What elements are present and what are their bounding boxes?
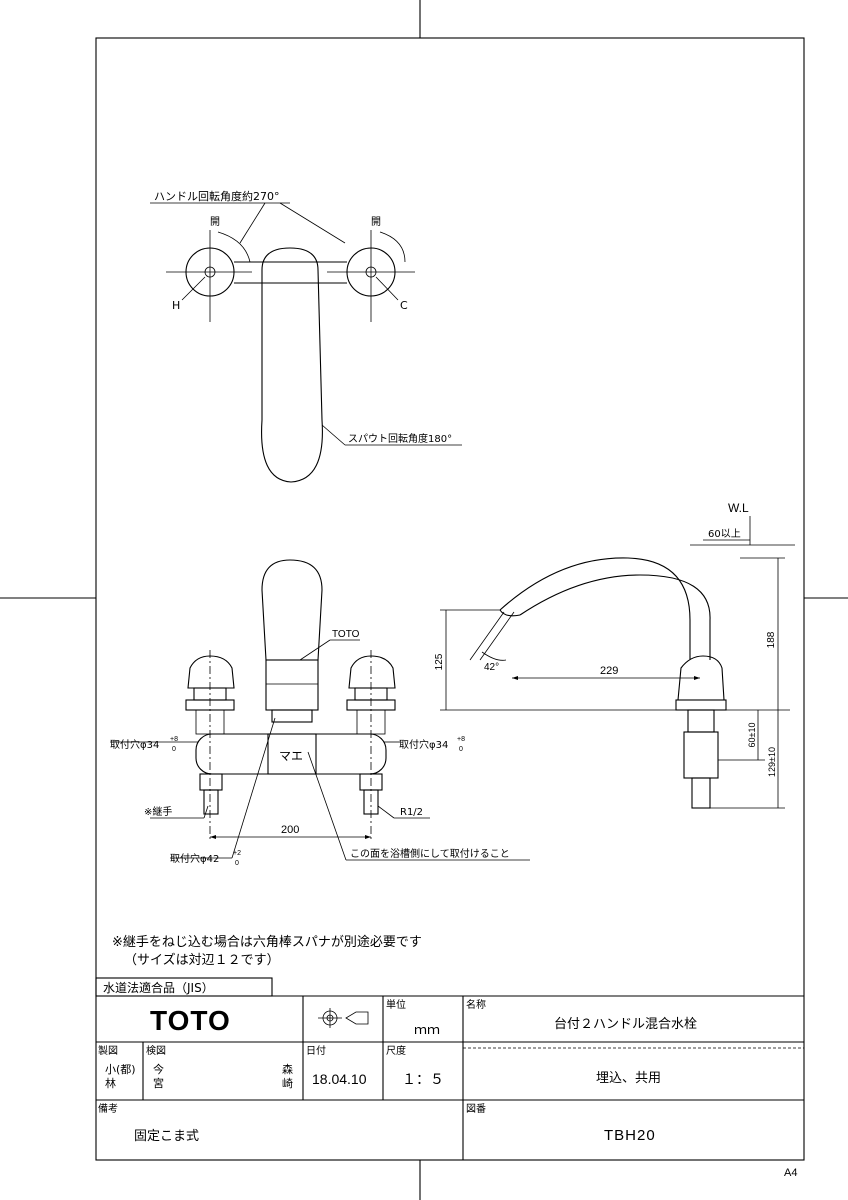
mount-hole-right-label: 取付穴φ34 [399,738,448,751]
spacing-dimension: 200 [281,824,299,836]
drawing-no-label: 図番 [466,1103,486,1115]
cold-handle-front [348,655,396,689]
face-note-label: この面を浴槽側にして取付けること [350,847,510,860]
name-label: 名称 [466,998,486,1011]
dim-129: 129±10 [767,747,777,777]
drawn-by-2: 林 [105,1076,116,1090]
top-view: ハンドル回転角度約270° 開 開 H C スパウト回転角度180° [150,189,462,483]
svg-text:0: 0 [459,746,463,753]
dim-60: 60±10 [747,723,757,748]
notes: ※継手をねじ込む場合は六角棒スパナが別途必要です （サイズは対辺１２です） [112,934,422,968]
scale-label: 尺度 [386,1044,406,1057]
hot-label: H [172,299,180,312]
note-line-2: （サイズは対辺１２です） [124,952,280,968]
joint-label: ※継手 [144,805,172,818]
checked-by-2: 宮 [153,1076,164,1090]
unit-value: ｍｍ [414,1023,440,1038]
base-side [683,731,719,779]
svg-text:0: 0 [172,746,176,753]
open-label-right: 開 [371,216,381,228]
body-mark: マエ [279,749,303,763]
spout-base [265,659,319,711]
drawing-no-value: TBH20 [604,1127,656,1144]
hot-handle-front [187,655,235,689]
date-label: 日付 [306,1044,326,1057]
type-value: 埋込、共用 [596,1071,661,1086]
thread-label: R1/2 [400,807,423,818]
svg-text:0: 0 [235,860,239,867]
checked-label: 検図 [146,1044,166,1057]
title-block: 水道法適合品（JIS） TOTO 単位 ｍｍ 名称 台付２ハンドル混合水栓 製図… [95,977,804,1179]
cold-label: C [400,299,408,312]
joint-left [203,789,219,815]
spout-rotation-label: スパウト回転角度180° [348,432,452,445]
scale-value: １：５ [402,1072,444,1088]
date-value: 18.04.10 [312,1071,367,1087]
approved-by-2: 崎 [282,1076,293,1090]
remarks-value: 固定こま式 [134,1129,199,1144]
paper-size-label: A4 [784,1167,797,1179]
spout-front [261,559,323,661]
spout-top [261,247,323,483]
handle-rotation-label: ハンドル回転角度約270° [154,189,280,203]
note-line-1: ※継手をねじ込む場合は六角棒スパナが別途必要です [112,934,422,950]
approved-by-1: 森 [282,1062,293,1076]
height-125: 125 [434,653,445,670]
handle-side [677,655,725,701]
side-view: W.L 60以上 188 125 42° 229 [434,501,795,809]
spout-side-inner [519,574,711,660]
brand-logo: TOTO [150,1005,231,1036]
rotation-arc-left [217,231,251,263]
drawn-label: 製図 [98,1044,118,1057]
svg-text:+8: +8 [457,736,465,743]
water-level-label: W.L [728,501,749,515]
mount-hole-left-label: 取付穴φ34 [110,738,159,751]
height-188: 188 [766,631,777,648]
svg-text:+2: +2 [233,850,241,857]
certification-label: 水道法適合品（JIS） [103,980,214,995]
svg-text:+8: +8 [170,736,178,743]
projection-symbol-icon [318,1008,369,1028]
remarks-label: 備考 [98,1102,118,1115]
open-label-left: 開 [210,216,220,228]
rotation-arc-right [379,231,406,263]
unit-label: 単位 [386,998,406,1011]
clearance-label: 60以上 [708,528,741,540]
front-view: TOTO マエ 取付穴φ34 +8 0 取付穴φ34 +8 0 [110,559,530,867]
name-value: 台付２ハンドル混合水栓 [554,1017,697,1032]
brand-mark-label: TOTO [332,629,360,640]
reach-dimension: 229 [600,665,618,677]
angle-label: 42° [484,662,499,673]
checked-by-1: 今 [153,1062,164,1076]
drawn-by-1: 小(都) [105,1063,136,1076]
spout-side-outer [499,557,691,660]
mount-hole-bottom-label: 取付穴φ42 [170,852,219,865]
